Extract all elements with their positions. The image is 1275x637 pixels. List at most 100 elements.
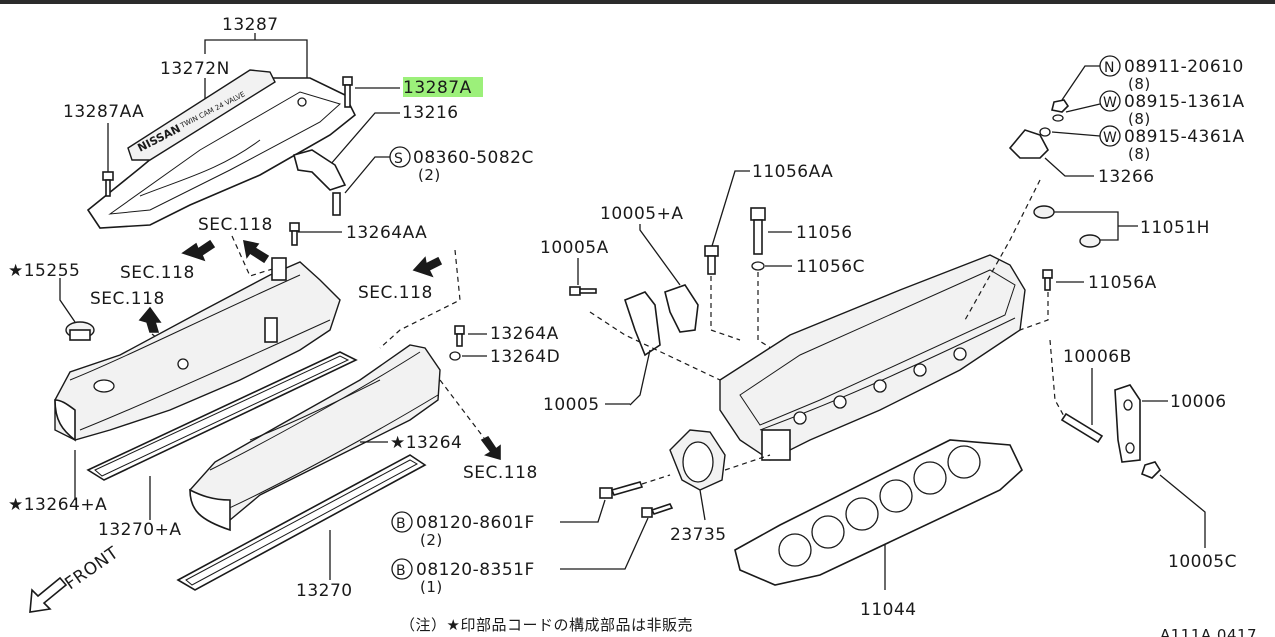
- dash-11056AA: [710, 276, 741, 341]
- label-23735[interactable]: 23735: [670, 525, 727, 545]
- label-11056C[interactable]: 11056C: [796, 257, 865, 277]
- leader-11056AA: [711, 170, 750, 247]
- dash-11056A: [1019, 292, 1049, 331]
- label-08915-1361A[interactable]: 08915-1361A: [1124, 92, 1245, 112]
- arrow-sec118-a: [242, 239, 270, 264]
- leader-08915-4361A: [1051, 131, 1101, 137]
- label-08915-4361A[interactable]: 08915-4361A: [1124, 127, 1245, 147]
- leader-8601F: [560, 499, 606, 523]
- label-13287AA[interactable]: 13287AA: [63, 102, 144, 122]
- label-10005[interactable]: 10005: [543, 395, 600, 415]
- label-13264AA[interactable]: 13264AA: [346, 223, 427, 243]
- label-11044[interactable]: 11044: [860, 600, 917, 620]
- label-08911-20610[interactable]: 08911-20610: [1124, 57, 1244, 77]
- prefix-W-circle-1: [1099, 90, 1121, 112]
- rocker-cover-13264plusA: [54, 257, 341, 442]
- qty-08120-8601F: (2): [420, 531, 443, 549]
- prefix-W-1: W: [1103, 95, 1117, 111]
- arrow-sec118-b: [181, 239, 216, 262]
- label-13272N[interactable]: 13272N: [160, 59, 230, 79]
- label-13216[interactable]: 13216: [402, 103, 459, 123]
- label-10005C[interactable]: 10005C: [1168, 552, 1237, 572]
- label-13270[interactable]: 13270: [296, 581, 353, 601]
- label-11056AA[interactable]: 11056AA: [752, 162, 833, 182]
- highlight-13287A: [403, 77, 483, 97]
- label-10006B[interactable]: 10006B: [1063, 347, 1132, 367]
- label-10006[interactable]: 10006: [1170, 392, 1227, 412]
- washer-11056C: [751, 261, 765, 271]
- bracket-13287: [204, 33, 308, 54]
- label-13264[interactable]: ★13264: [390, 433, 462, 453]
- label-13287A[interactable]: 13287A: [403, 78, 472, 98]
- arrow-sec118-d: [412, 256, 443, 278]
- leader-08915-1361A: [1065, 103, 1101, 113]
- front-label: FRONT: [61, 543, 122, 594]
- rocker-cover-13264: [189, 344, 441, 532]
- bolt-08360: [332, 192, 341, 216]
- dash-head-top: [964, 179, 1041, 321]
- dash-23735: [724, 454, 771, 471]
- prefix-S: S: [394, 151, 403, 167]
- leader-13216: [329, 112, 400, 166]
- nut-10005C: [1141, 461, 1162, 479]
- label-sec118-a[interactable]: SEC.118: [198, 215, 273, 235]
- oil-filler-cap-15255: [65, 321, 95, 341]
- bracket-10005: [624, 284, 699, 357]
- label-15255[interactable]: ★15255: [8, 261, 80, 281]
- label-10005A[interactable]: 10005A: [540, 238, 609, 258]
- leader-10005: [629, 349, 651, 406]
- prefix-N: N: [1104, 60, 1115, 76]
- bolt-13287A: [342, 76, 353, 108]
- cylinder-head: [719, 254, 1026, 461]
- qty-08360-5082C: (2): [418, 166, 441, 184]
- label-sec118-d[interactable]: SEC.118: [358, 283, 433, 303]
- label-13264plusA[interactable]: ★13264+A: [8, 495, 107, 515]
- label-08360-5082C[interactable]: 08360-5082C: [413, 148, 534, 168]
- prefix-B-circle-1: [391, 511, 413, 533]
- label-13266[interactable]: 13266: [1098, 167, 1155, 187]
- gasket-13270plusA: [86, 351, 358, 481]
- top-border: [0, 0, 1275, 4]
- arrow-sec118-c: [138, 306, 162, 333]
- stud-10006B: [1060, 412, 1104, 444]
- bolt-13264AA: [289, 222, 300, 246]
- label-08120-8601F[interactable]: 08120-8601F: [416, 513, 535, 533]
- leader-8351F: [560, 517, 649, 570]
- qty-08915-1361A: (8): [1128, 110, 1151, 128]
- label-sec118-c[interactable]: SEC.118: [90, 289, 165, 309]
- ignition-coil-cover: NISSAN TWIN CAM 24 VALVE: [86, 69, 357, 229]
- bracket-13216: [293, 149, 347, 191]
- leader-10005C: [1159, 474, 1206, 548]
- label-10005plusA[interactable]: 10005+A: [600, 204, 683, 224]
- prefix-B-2: B: [396, 563, 406, 579]
- label-11051H[interactable]: 11051H: [1140, 218, 1210, 238]
- bracket-13266: [1008, 129, 1049, 159]
- dash-10006B: [1049, 339, 1066, 419]
- footnote: （注）★印部品コードの構成部品は非販売: [400, 616, 693, 634]
- bolt-13287AA: [102, 171, 114, 197]
- label-13264D[interactable]: 13264D: [490, 347, 560, 367]
- label-13264A[interactable]: 13264A: [490, 324, 559, 344]
- label-sec118-b[interactable]: SEC.118: [120, 263, 195, 283]
- bolt-11056A: [1042, 269, 1053, 291]
- prefix-B-1: B: [396, 516, 406, 532]
- label-13270plusA[interactable]: 13270+A: [98, 520, 181, 540]
- leader-08911: [1061, 65, 1100, 101]
- label-11056[interactable]: 11056: [796, 223, 853, 243]
- arrow-sec118-e: [480, 435, 501, 461]
- label-13287[interactable]: 13287: [222, 15, 279, 35]
- housing-23735: [669, 429, 726, 491]
- bracket-10006: [1114, 384, 1141, 463]
- label-11056A[interactable]: 11056A: [1088, 273, 1157, 293]
- prefix-B-circle-2: [391, 558, 413, 580]
- label-sec118-e[interactable]: SEC.118: [463, 463, 538, 483]
- front-arrow-icon: [29, 576, 68, 613]
- bolt-11056: [750, 207, 766, 255]
- leader-15255: [59, 278, 76, 323]
- head-gasket-11044: [734, 439, 1023, 586]
- label-08120-8351F[interactable]: 08120-8351F: [416, 560, 535, 580]
- dash-sec118-d: [379, 249, 461, 349]
- dash-8601F: [641, 474, 671, 485]
- bolt-08120-8351F: [641, 503, 674, 518]
